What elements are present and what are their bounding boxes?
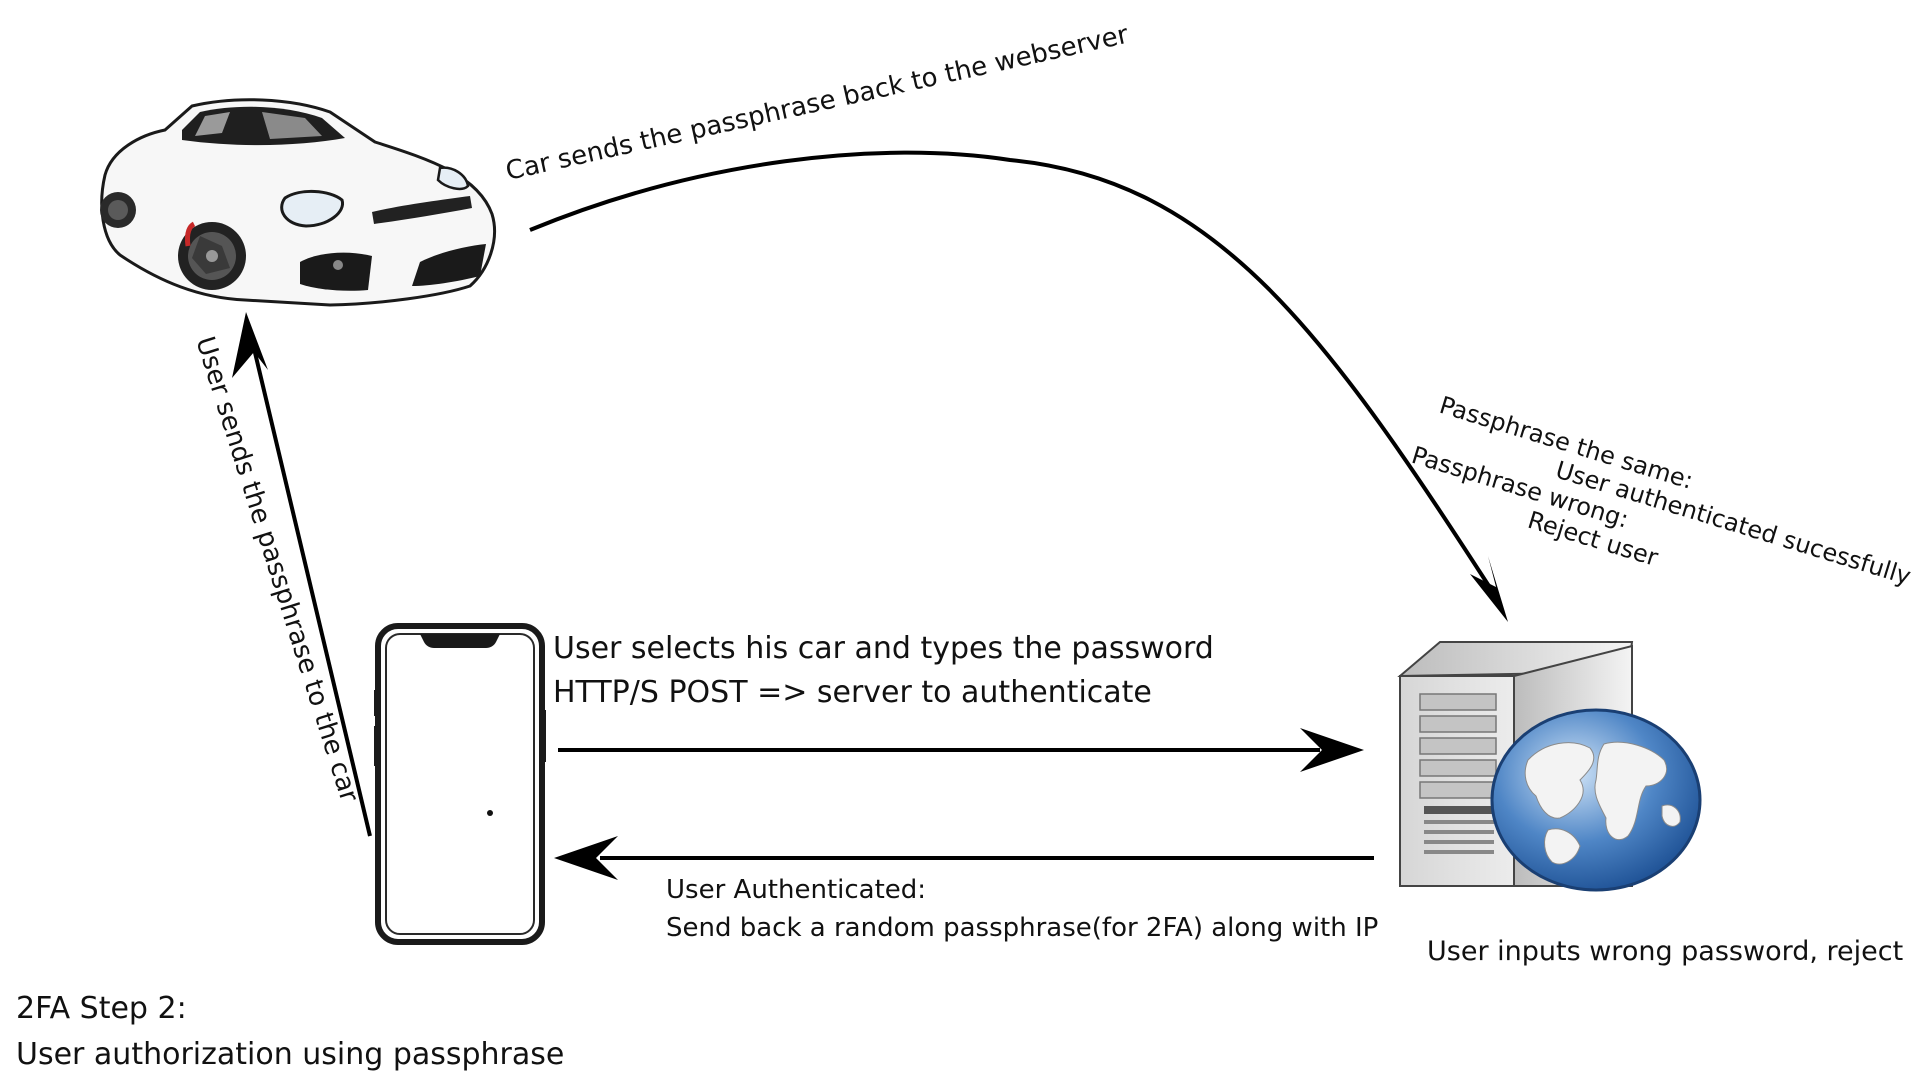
phone-to-server-line-1: User selects his car and types the passw…	[553, 631, 1214, 666]
caption-line-2: User authorization using passphrase	[16, 1037, 564, 1072]
phone-to-server-line-2: HTTP/S POST => server to authenticate	[553, 675, 1152, 710]
arrow-phone-to-server	[558, 728, 1364, 772]
user-to-car-label: User sends the passphrase to the car	[189, 333, 364, 806]
car-image	[100, 98, 497, 307]
server-to-phone-line-1: User Authenticated:	[666, 875, 926, 905]
server-to-phone-line-2: Send back a random passphrase(for 2FA) a…	[666, 913, 1378, 943]
arrow-phone-to-car	[232, 312, 372, 837]
server-check-label: Passphrase the same: User authenticated …	[1408, 391, 1914, 591]
smartphone-image	[374, 623, 546, 945]
caption-line-1: 2FA Step 2:	[16, 991, 187, 1026]
server-reject-label: User inputs wrong password, reject	[1427, 936, 1903, 967]
arrow-server-to-phone	[554, 836, 1374, 880]
arrow-car-to-server	[529, 150, 1508, 622]
globe-icon	[1490, 708, 1702, 892]
